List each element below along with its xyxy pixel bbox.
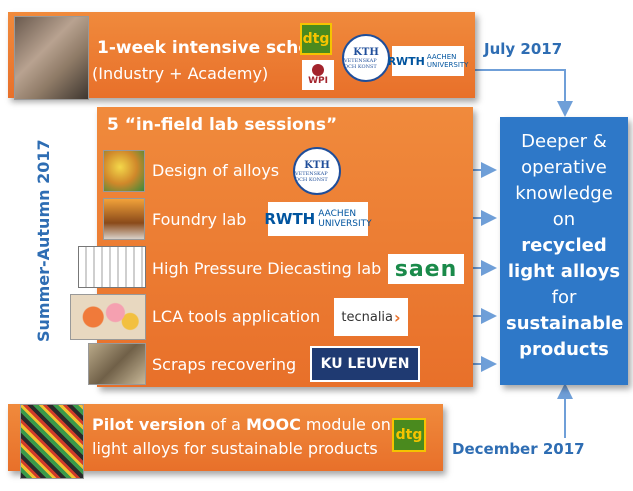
session-label: High Pressure Diecasting lab: [152, 259, 382, 278]
foundry-photo: [103, 198, 145, 240]
lab-sessions-box: [97, 107, 473, 387]
mooc-line2: light alloys for sustainable products: [92, 439, 378, 458]
tecnalia-logo: tecnalia ›: [334, 298, 408, 336]
date-start: July 2017: [484, 40, 563, 58]
session-label: Scraps recovering: [152, 355, 297, 374]
school-photo: [14, 16, 89, 100]
session-label: LCA tools application: [152, 307, 321, 326]
diecasting-diagram: [78, 246, 146, 288]
intensive-school-title: 1-week intensive school: [97, 38, 328, 58]
wpi-seal-icon: [312, 64, 324, 76]
session-label: Foundry lab: [152, 210, 247, 229]
wpi-logo: WPI: [302, 60, 334, 90]
kuleuven-logo: KU LEUVEN: [310, 346, 420, 382]
session-label: Design of alloys: [152, 161, 280, 180]
scraps-photo: [88, 343, 146, 385]
outcome-box: Deeper & operative knowledge on recycled…: [500, 117, 628, 385]
dtg-logo-top: dtg: [300, 23, 332, 55]
period-label: Summer-Autumn 2017: [34, 139, 53, 342]
rwth-logo: RWTH AACHEN UNIVERSITY: [264, 202, 372, 236]
kth-logo: KTH VETENSKAP OCH KONST: [292, 146, 342, 196]
tecnalia-mark-icon: ›: [394, 307, 401, 327]
intensive-school-subtitle: (Industry + Academy): [92, 64, 269, 83]
arrow-july: [475, 69, 573, 117]
dtg-logo-bottom: dtg: [392, 418, 426, 452]
kth-logo-top: KTH VETENSKAP OCH KONST: [342, 32, 390, 84]
saen-logo: saen: [388, 254, 464, 284]
mooc-line1: Pilot version of a MOOC module on: [92, 415, 391, 434]
lca-photo: [70, 294, 146, 340]
mooc-pattern: [20, 404, 84, 479]
lab-sessions-title: 5 “in-field lab sessions”: [107, 115, 338, 135]
date-end: December 2017: [452, 440, 585, 458]
alloys-photo: [103, 150, 145, 192]
rwth-logo-top: RWTH AACHEN UNIVERSITY: [388, 46, 468, 76]
